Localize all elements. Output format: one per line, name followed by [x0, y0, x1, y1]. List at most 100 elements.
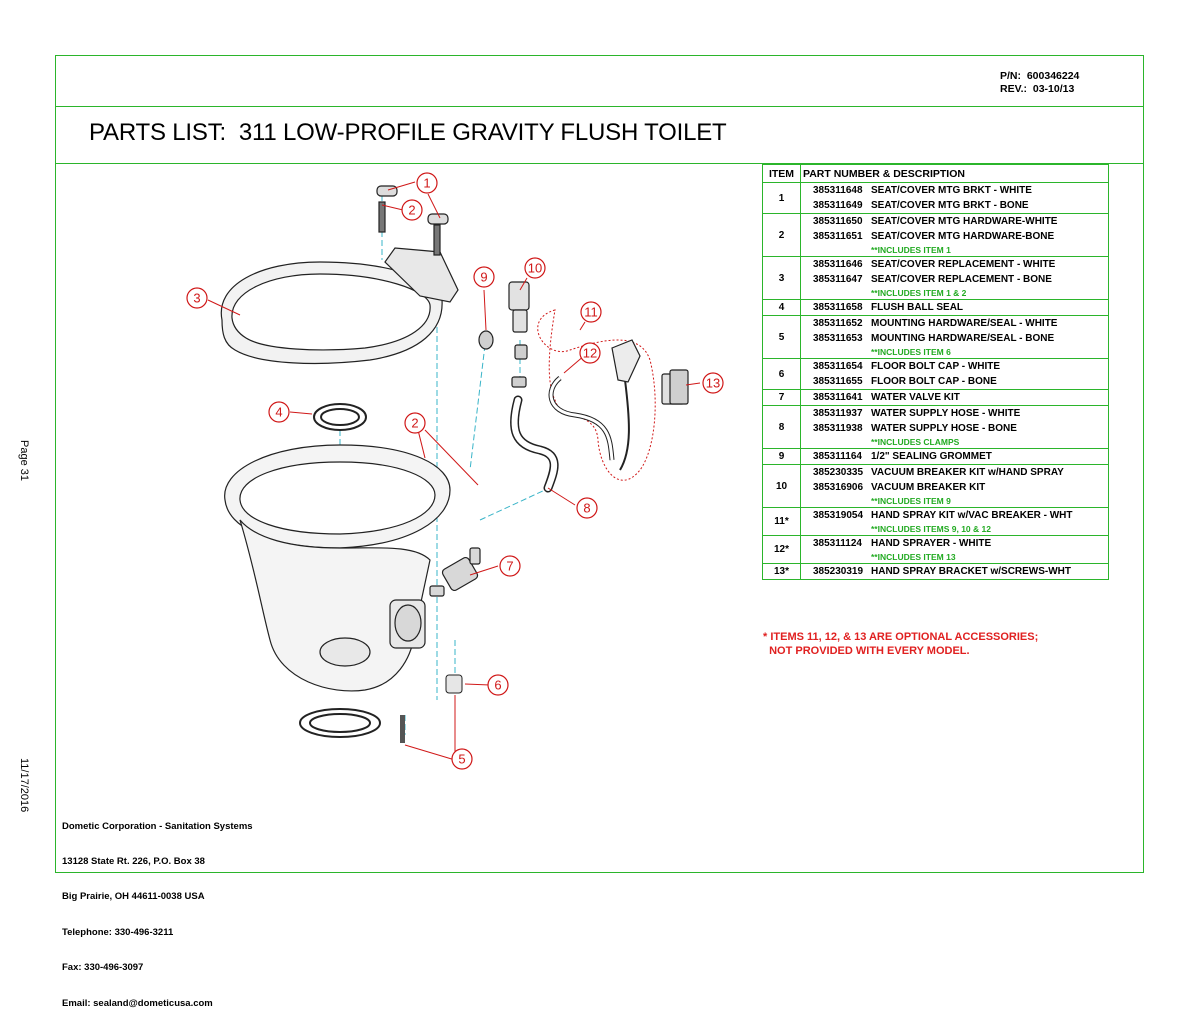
header-divider [55, 106, 1144, 107]
part-name: MOUNTING HARDWARE/SEAL - BONE [871, 333, 1055, 344]
callout-2-top [401, 199, 423, 221]
includes-note: **INCLUDES ITEM 1 [871, 245, 951, 255]
toilet-bowl-drawing [224, 444, 451, 692]
part-number: 385311652 [813, 318, 863, 329]
hand-spray-hose-drawing [537, 309, 656, 481]
part-name: WATER SUPPLY HOSE - WHITE [871, 408, 1021, 419]
hand-sprayer-drawing [611, 339, 641, 383]
callout-label: 5 [458, 752, 465, 767]
part-name: VACUUM BREAKER KIT [871, 482, 986, 493]
seat-cover-drawing [220, 185, 459, 365]
callout-label: 2 [411, 416, 418, 431]
callout-13 [702, 372, 724, 394]
page-title: PARTS LIST: 311 LOW-PROFILE GRAVITY FLUS… [89, 119, 727, 146]
part-number: 385311651 [813, 231, 863, 242]
part-number: 385311164 [813, 451, 862, 462]
callout-label: 4 [275, 405, 282, 420]
part-line: 385311124 HAND SPRAYER - WHITE [803, 536, 1106, 551]
part-number: P/N: 600346224 [1000, 70, 1080, 82]
exploded-diagram: 1 2 3 4 2 5 6 7 8 9 10 11 12 13 [186, 172, 724, 770]
callout-label: 1 [423, 176, 430, 191]
part-name: WATER VALVE KIT [871, 392, 960, 403]
part-name: HAND SPRAY BRACKET w/SCREWS-WHT [871, 566, 1072, 577]
callout-8 [576, 497, 598, 519]
floor-bolt-drawing [400, 715, 405, 743]
part-number: 385311124 [813, 538, 862, 549]
part-line: 385311647 SEAT/COVER REPLACEMENT - BONE [803, 272, 1106, 287]
callout-label: 13 [706, 376, 720, 391]
part-name: SEAT/COVER MTG BRKT - BONE [871, 200, 1029, 211]
item-number: 7 [762, 389, 801, 406]
part-number: 385311646 [813, 259, 863, 270]
includes-note: **INCLUDES CLAMPS [871, 437, 960, 447]
callout-label: 12 [583, 346, 597, 361]
callout-label: 8 [583, 501, 590, 516]
table-row: 5 385311652 MOUNTING HARDWARE/SEAL - WHITE… [762, 315, 1109, 359]
item-number: 9 [762, 448, 801, 465]
part-number: 385230335 [813, 467, 864, 478]
part-line: 385311652 MOUNTING HARDWARE/SEAL - WHITE [803, 316, 1106, 331]
includes-note: **INCLUDES ITEM 6 [871, 347, 951, 357]
part-number: 385311648 [813, 185, 863, 196]
part-name: HAND SPRAYER - WHITE [871, 538, 992, 549]
callout-11 [580, 301, 602, 323]
address-line: Fax: 330-496-3097 [62, 962, 144, 974]
part-number: 385311654 [813, 361, 863, 372]
part-name: MOUNTING HARDWARE/SEAL - WHITE [871, 318, 1058, 329]
item-number: 1 [762, 182, 801, 214]
company-address: Dometic Corporation - Sanitation Systems… [62, 797, 253, 1021]
grommet-drawing [478, 330, 494, 350]
part-name: SEAT/COVER REPLACEMENT - WHITE [871, 259, 1056, 270]
includes-note: **INCLUDES ITEMS 9, 10 & 12 [871, 524, 991, 534]
part-description-cell: 385311646 SEAT/COVER REPLACEMENT - WHITE 3… [800, 256, 1109, 300]
part-description-cell: 385311658 FLUSH BALL SEAL [800, 299, 1109, 316]
address-line: Email: sealand@dometicusa.com [62, 997, 213, 1009]
callout-4 [268, 401, 290, 423]
part-number: 385311647 [813, 274, 863, 285]
item-number: 11* [762, 507, 801, 536]
part-number: 385311655 [813, 376, 863, 387]
title-divider [55, 163, 1144, 164]
includes-note: **INCLUDES ITEM 1 & 2 [871, 288, 967, 298]
item-number: 13* [762, 563, 801, 580]
callout-1 [416, 172, 438, 194]
callout-10 [524, 257, 546, 279]
item-number: 10 [762, 464, 801, 508]
item-number: 5 [762, 315, 801, 359]
part-name: FLUSH BALL SEAL [871, 302, 964, 313]
description-column-header: PART NUMBER & DESCRIPTION [800, 164, 1109, 183]
callout-5 [451, 748, 473, 770]
callout-leaders [207, 181, 701, 761]
part-number: 385311649 [813, 200, 863, 211]
item-number: 6 [762, 358, 801, 390]
part-name: SEAT/COVER REPLACEMENT - BONE [871, 274, 1052, 285]
callout-label: 7 [506, 559, 513, 574]
part-number: 385311658 [813, 302, 863, 313]
part-line: 385230319 HAND SPRAY BRACKET w/SCREWS-WHT [803, 564, 1106, 579]
callout-label: 11 [584, 305, 598, 320]
optional-accessories-note: * ITEMS 11, 12, & 13 ARE OPTIONAL ACCESS… [763, 631, 1039, 657]
item-column-header: ITEM [762, 164, 801, 183]
water-valve-drawing [429, 547, 481, 597]
part-number: 385230319 [813, 566, 864, 577]
